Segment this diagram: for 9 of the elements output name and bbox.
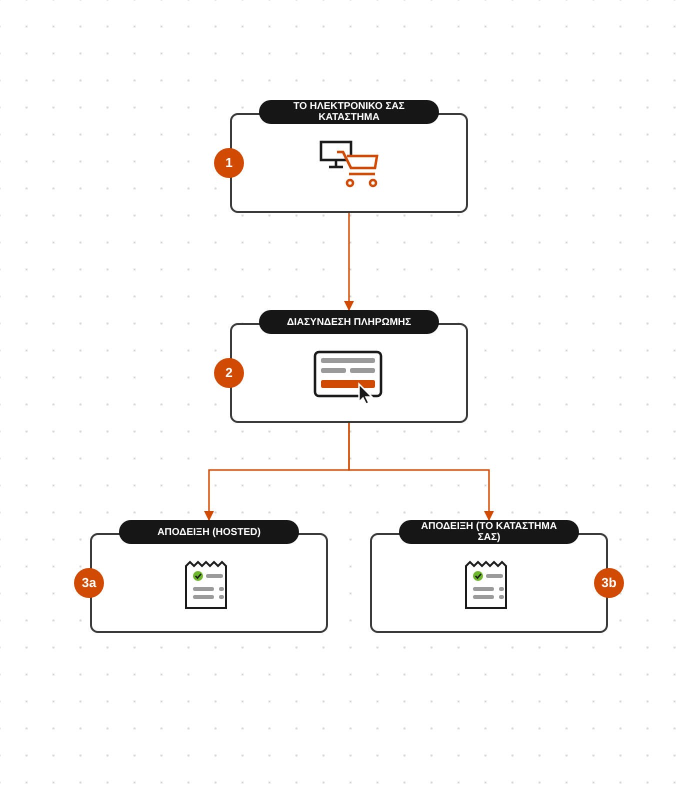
step-title: ΔΙΑΣΥΝΔΕΣΗ ΠΛΗΡΩΜΗΣ: [259, 310, 439, 334]
step-number: 1: [214, 148, 244, 178]
step-title: ΑΠΟΔΕΙΞΗ (ΤΟ ΚΑΤΑΣΤΗΜΑ ΣΑΣ): [399, 520, 579, 544]
connector-arrow: [344, 213, 354, 311]
step-title: ΑΠΟΔΕΙΞΗ (HOSTED): [119, 520, 299, 544]
step-title: ΤΟ ΗΛΕΚΤΡΟΝΙΚΟ ΣΑΣ ΚΑΤΑΣΤΗΜΑ: [259, 100, 439, 124]
step-number: 2: [214, 358, 244, 388]
step-number: 3a: [74, 568, 104, 598]
connector-arrow: [348, 423, 494, 521]
